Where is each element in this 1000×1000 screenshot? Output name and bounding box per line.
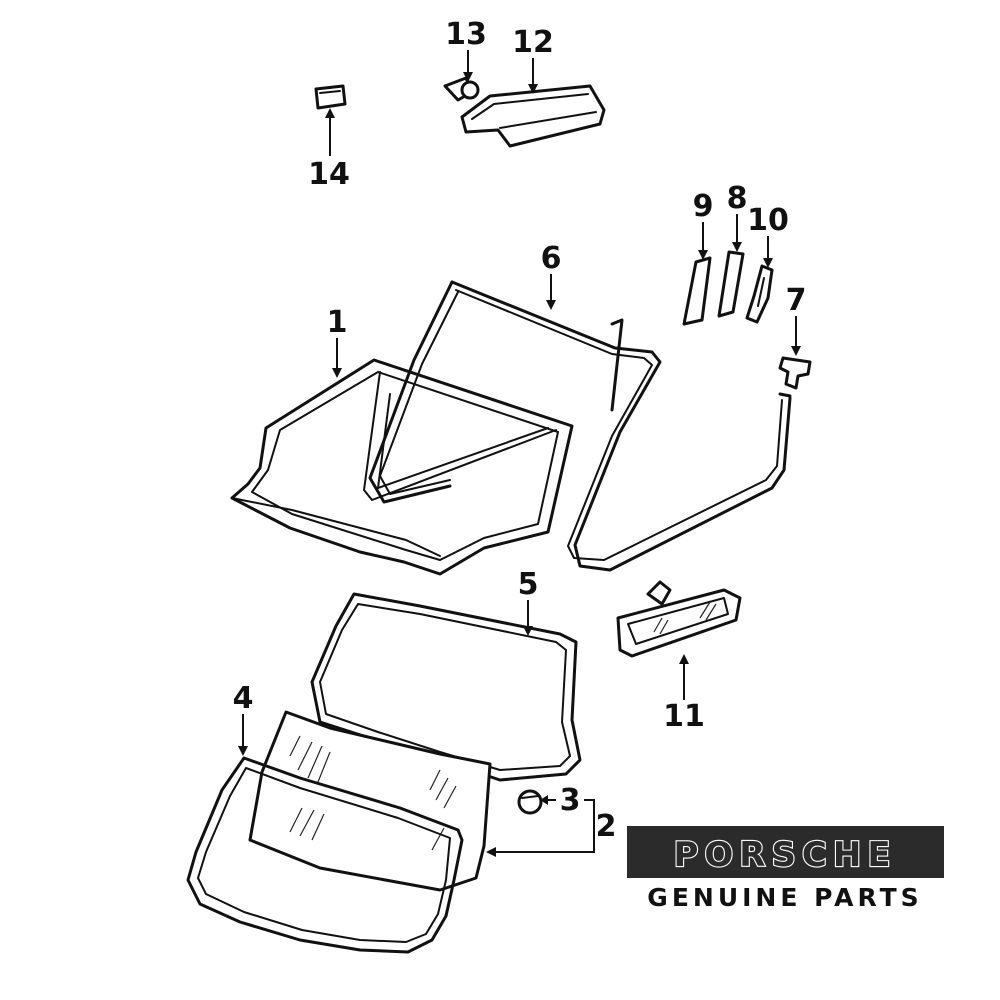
arrow-2: [486, 847, 496, 857]
leader-2-bracket: [490, 799, 595, 853]
callout-10: 10: [747, 203, 789, 238]
callout-13: 13: [445, 17, 487, 52]
part-6-seal: [368, 280, 792, 572]
callout-8: 8: [727, 181, 748, 216]
arrow-1: [332, 368, 342, 378]
part-8-trim-strip: [717, 250, 745, 318]
logo-wordmark: PORSCHE: [673, 835, 896, 875]
callout-12: 12: [512, 25, 554, 60]
callout-7: 7: [786, 283, 807, 318]
callout-5: 5: [518, 567, 539, 602]
part-3-stud: [517, 789, 543, 815]
callout-6: 6: [541, 241, 562, 276]
callout-4: 4: [233, 681, 254, 716]
callout-2: 2: [596, 809, 617, 844]
porsche-genuine-parts-logo: PORSCHE GENUINE PARTS: [627, 826, 944, 912]
part-13-visor-mount: [443, 76, 480, 102]
part-1-windshield-frame: [230, 358, 574, 576]
arrow-10: [763, 258, 773, 268]
arrow-14: [325, 108, 335, 118]
part-7-retainer: [778, 356, 812, 390]
arrow-6: [546, 300, 556, 310]
arrow-13: [463, 72, 473, 82]
arrow-11: [679, 654, 689, 664]
part-4-seal: [186, 756, 464, 954]
callout-9: 9: [693, 189, 714, 224]
arrow-9: [698, 250, 708, 260]
callout-11: 11: [663, 699, 705, 734]
part-2-windshield-glass: [248, 710, 492, 892]
part-12-sun-visor: [460, 84, 606, 148]
part-14-clip: [314, 84, 347, 110]
arrow-3: [540, 795, 548, 805]
arrow-8: [732, 242, 742, 252]
part-9-trim-strip: [682, 256, 712, 326]
arrow-7: [791, 346, 801, 356]
callout-1: 1: [327, 305, 348, 340]
logo-tagline: GENUINE PARTS: [647, 883, 922, 912]
arrow-12: [528, 84, 538, 94]
callout-3: 3: [560, 783, 581, 818]
arrow-5: [523, 626, 533, 636]
part-11-mirror: [616, 580, 742, 658]
part-5-gasket: [310, 592, 582, 782]
logo-bar: [627, 826, 944, 878]
part-10-trim-strip: [745, 264, 774, 324]
arrow-4: [238, 746, 248, 756]
callout-14: 14: [308, 157, 350, 192]
